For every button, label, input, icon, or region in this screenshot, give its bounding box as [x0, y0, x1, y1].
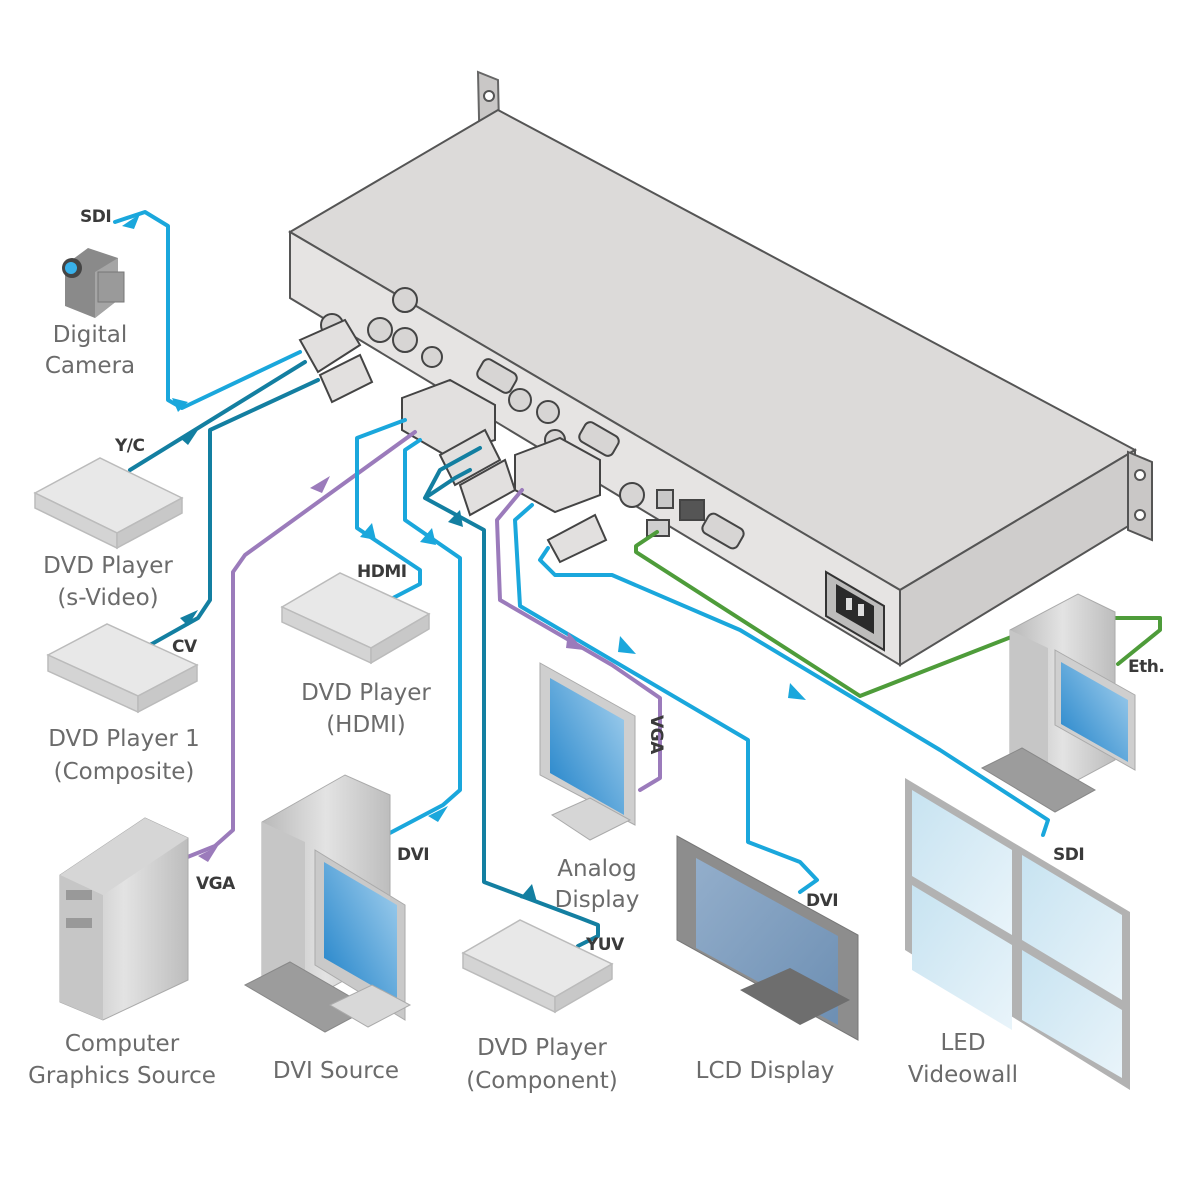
label-videowall-1: LED [940, 1030, 985, 1056]
cable-lcd-dvi [513, 503, 819, 894]
cable-label-analog-vga: VGA [646, 715, 666, 755]
desktop-pc-icon [243, 774, 412, 1033]
cable-ethernet [634, 530, 1162, 698]
arrow-icon [180, 610, 198, 626]
label-camera-1: Digital [53, 322, 128, 348]
arrow-icon [448, 510, 463, 527]
cable-camera-sdi [113, 210, 302, 410]
label-cg-source-1: Computer [65, 1031, 180, 1057]
cable-label-hdmi: HDMI [357, 562, 407, 582]
monitor-icon [539, 662, 636, 841]
cable-component-yuv [423, 446, 600, 948]
dvd-player-icon [461, 919, 614, 1014]
label-dvd-hdmi-2: (HDMI) [326, 712, 406, 738]
arrow-icon [788, 683, 806, 700]
label-videowall-2: Videowall [908, 1062, 1018, 1088]
arrow-icon [122, 214, 140, 229]
label-dvi-source: DVI Source [273, 1058, 399, 1084]
rear-panel-connectors [320, 287, 745, 550]
label-dvd-svideo-1: DVD Player [43, 553, 173, 579]
cable-composite-cv [148, 378, 320, 647]
label-analog-display-1: Analog [557, 856, 636, 882]
cable-label-cv: CV [172, 637, 198, 657]
cable-label-yuv: YUV [585, 935, 625, 955]
cable-dvi-in [386, 438, 462, 836]
cable-label-eth: Eth. [1128, 657, 1164, 677]
cable-hdmi [355, 418, 422, 600]
cable-label-lcd-dvi: DVI [806, 891, 838, 911]
cable-analog-vga [495, 488, 662, 792]
dvd-player-icon [46, 623, 199, 714]
label-dvd-component-1: DVD Player [477, 1035, 607, 1061]
label-dvd-composite-1: DVD Player 1 [48, 726, 200, 752]
arrow-icon [172, 398, 188, 412]
arrow-icon [520, 884, 537, 902]
arrow-icon [180, 430, 198, 445]
arrow-icon [420, 528, 436, 545]
cables [113, 210, 1162, 948]
cable-label-dvi-in: DVI [397, 845, 429, 865]
plugged-connectors [298, 318, 670, 564]
dvd-player-icon [33, 457, 184, 550]
cable-svideo-yc [128, 360, 307, 472]
label-lcd-display: LCD Display [696, 1058, 835, 1084]
cable-label-wall-sdi: SDI [1053, 845, 1084, 865]
cable-label-yc: Y/C [114, 436, 145, 456]
cable-label-cg-vga: VGA [196, 874, 236, 894]
label-camera-2: Camera [45, 353, 135, 379]
arrow-icon [428, 806, 448, 822]
label-dvd-composite-2: (Composite) [54, 759, 195, 785]
video-camera-icon [62, 248, 125, 318]
power-inlet-icon [825, 570, 885, 652]
label-cg-source-2: Graphics Source [28, 1063, 216, 1089]
cable-label-camera-sdi: SDI [80, 207, 111, 227]
tower-pc-icon [59, 817, 189, 1021]
label-dvd-component-2: (Component) [466, 1068, 617, 1094]
arrow-icon [360, 523, 376, 540]
arrow-icon [618, 636, 636, 654]
label-dvd-hdmi-1: DVD Player [301, 680, 431, 706]
cable-cg-vga [183, 430, 417, 860]
cable-wall-sdi [538, 546, 1050, 837]
dvd-player-icon [280, 572, 431, 665]
label-analog-display-2: Display [555, 887, 640, 913]
arrow-icon [198, 846, 218, 862]
arrow-icon [310, 476, 330, 493]
desktop-pc-icon [980, 593, 1136, 813]
lcd-tv-icon [676, 835, 859, 1041]
label-dvd-svideo-2: (s-Video) [57, 585, 158, 611]
videowall-icon [905, 778, 1130, 1090]
rack-unit-icon [288, 70, 1153, 667]
arrow-icon [566, 632, 584, 650]
